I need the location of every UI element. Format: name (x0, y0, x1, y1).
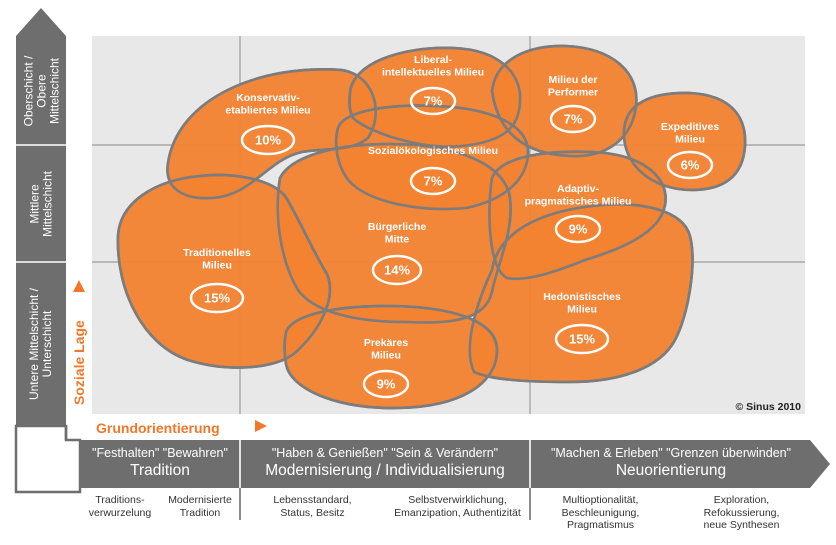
band-motto: "Festhalten" "Bewahren" (92, 446, 228, 460)
milieu-percent: 7% (564, 112, 583, 127)
milieu-percent: 10% (255, 133, 281, 148)
milieu-percent: 15% (204, 291, 230, 306)
milieu-outline (276, 142, 512, 324)
orientation-band: "Haben & Genießen" "Sein & Verändern" Mod… (240, 445, 530, 481)
milieu-name: Adaptiv-pragmatisches Milieu (525, 183, 632, 208)
band-title: Tradition (130, 462, 190, 479)
milieu-percent-oval (666, 150, 714, 180)
milieu-name: Sozialökologisches Milieu (368, 145, 498, 157)
band-motto: "Haben & Genießen" "Sein & Verändern" (271, 446, 499, 460)
band-subtitle-line: Tradition (179, 506, 221, 519)
band-subtitle-line: Traditions- (95, 494, 145, 506)
milieu-percent: 6% (681, 158, 700, 173)
band-subtitle-line: Emanzipation, Authentizität (394, 506, 521, 519)
band-title: Neuorientierung (615, 462, 727, 479)
milieu-percent: 9% (377, 377, 396, 392)
social-level-line: Mittelschicht (46, 57, 61, 124)
band-subtitle-line: Selbstverwirklichung, (408, 494, 507, 506)
milieu-percent-oval (554, 214, 602, 244)
milieu-percent-oval (549, 104, 597, 134)
milieu-outline (283, 304, 499, 410)
copyright-text: © Sinus 2010 (735, 401, 801, 413)
milieu-percent-oval (371, 254, 423, 286)
band-subtitle: Selbstverwirklichung,Emanzipation, Authe… (385, 494, 530, 519)
milieu-percent: 14% (384, 263, 410, 278)
band-subtitle-line: Pragmatismus (566, 519, 635, 531)
band-motto: "Machen & Erleben" "Grenzen überwinden" (550, 446, 792, 460)
social-level-line: Mittlere (27, 183, 41, 224)
band-subtitle: Exploration,Refokussierung,neue Synthese… (671, 494, 812, 532)
milieu-percent-oval (554, 323, 610, 355)
corner-bracket (14, 424, 82, 494)
band-subtitle-line: neue Synthesen (703, 519, 780, 531)
social-level-line: Unterschicht (40, 310, 54, 378)
band-subtitle-line: Exploration, (713, 494, 770, 506)
milieu-percent-oval (362, 369, 410, 399)
orientation-axis-label: Grundorientierung (96, 420, 220, 436)
milieu-percent: 7% (424, 174, 443, 189)
band-subtitle-line: Lebensstandard, (273, 494, 352, 506)
milieu-outline (334, 104, 530, 211)
milieu-outline (348, 46, 522, 148)
band-subtitle-line: verwurzelung (88, 506, 152, 519)
orientation-band: "Machen & Erleben" "Grenzen überwinden" N… (530, 445, 812, 481)
band-subtitle-line: Status, Besitz (280, 506, 345, 519)
milieu-outline (468, 203, 694, 384)
orientation-axis-arrow (80, 440, 830, 488)
milieu-percent-oval (409, 86, 457, 116)
social-level-line: Obere (33, 73, 48, 108)
milieu-outline (116, 173, 332, 369)
milieu-name: Liberal-intellektuelles Milieu (382, 54, 484, 79)
social-level-line: Mittelschicht (40, 170, 54, 237)
milieu-outline (166, 68, 377, 200)
milieu-percent-oval (240, 124, 296, 156)
social-axis-label: Soziale Lage (71, 320, 87, 405)
band-subtitle: Traditions-verwurzelung (80, 494, 160, 519)
social-axis-triangle (73, 280, 85, 292)
milieu-name: Konservativ-etabliertes Milieu (225, 92, 310, 117)
milieu-percent-oval (189, 282, 245, 314)
milieu-outline (622, 91, 747, 192)
social-level-label: Untere Mittelschicht /Unterschicht (16, 262, 66, 426)
orientation-band: "Festhalten" "Bewahren" Tradition (80, 445, 240, 481)
band-subtitle-line: Multioptionalität, (562, 494, 639, 506)
orientation-axis-triangle (255, 420, 267, 432)
milieu-outline (488, 150, 667, 281)
milieu-percent: 9% (569, 222, 588, 237)
band-subtitle-line: Modernisierte (168, 494, 232, 506)
social-level-line: Oberschicht / (20, 55, 35, 126)
band-title: Modernisierung / Individualisierung (265, 462, 505, 479)
social-axis-arrow (16, 8, 66, 426)
milieu-percent: 15% (569, 332, 595, 347)
milieu-percent-oval (409, 166, 457, 196)
band-subtitle: Multioptionalität,Beschleunigung,Pragmat… (530, 494, 671, 532)
band-subtitle-line: Beschleunigung, (561, 506, 640, 519)
band-subtitle: Lebensstandard,Status, Besitz (240, 494, 385, 519)
band-subtitle-line: Refokussierung, (703, 506, 780, 519)
milieu-percent: 7% (424, 94, 443, 109)
